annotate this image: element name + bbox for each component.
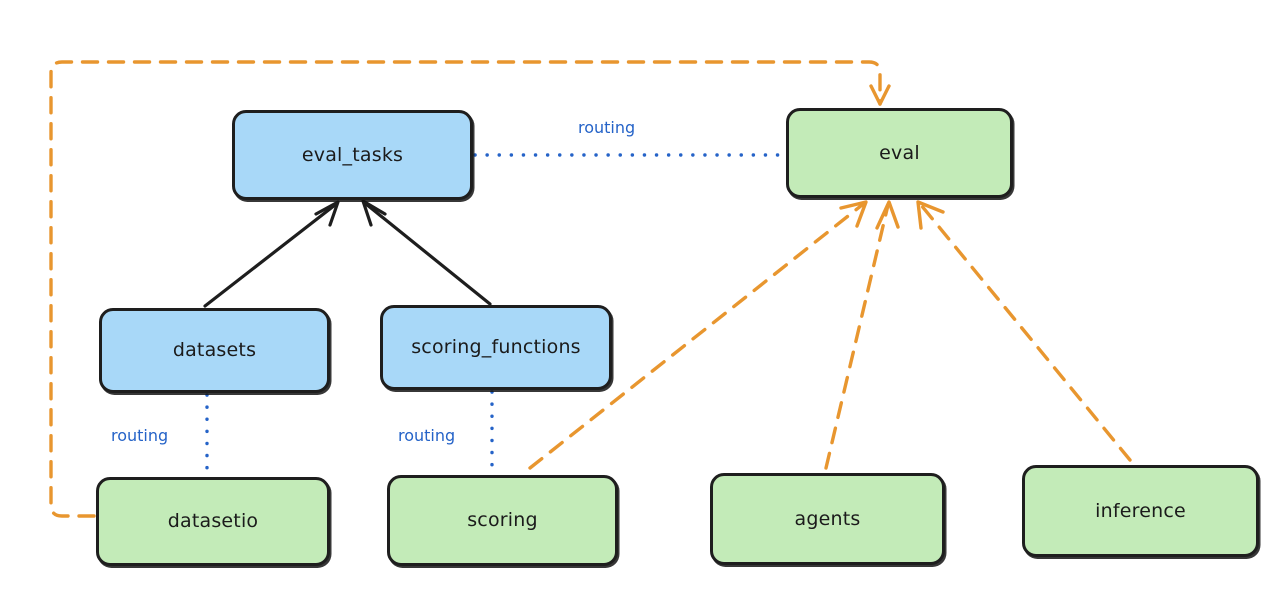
node-agents[interactable]: agents	[710, 473, 945, 565]
node-datasetio[interactable]: datasetio	[96, 477, 330, 566]
node-scoring_functions[interactable]: scoring_functions	[380, 305, 612, 390]
node-label-eval: eval	[879, 141, 920, 164]
node-label-datasets: datasets	[172, 339, 257, 362]
node-inference[interactable]: inference	[1022, 465, 1259, 557]
edge-label-routing-datasets-datasetio: routing	[111, 426, 169, 445]
node-scoring[interactable]: scoring	[387, 475, 618, 566]
node-label-eval_tasks: eval_tasks	[301, 143, 404, 166]
node-datasets[interactable]: datasets	[99, 308, 330, 393]
edge-label-routing-eval_tasks-eval: routing	[578, 118, 636, 137]
node-label-agents: agents	[794, 507, 861, 530]
edge-label-routing-scoring_functions-scoring: routing	[398, 426, 456, 445]
node-eval[interactable]: eval	[786, 108, 1013, 198]
edge-datasets-to-eval-tasks	[203, 200, 340, 308]
node-label-scoring_functions: scoring_functions	[411, 336, 581, 359]
edge-scoring-functions-to-eval-tasks	[361, 199, 492, 306]
node-label-scoring: scoring	[467, 509, 538, 532]
node-eval_tasks[interactable]: eval_tasks	[232, 110, 473, 200]
node-label-inference: inference	[1095, 499, 1186, 522]
edge-agents-to-eval	[824, 200, 900, 470]
node-label-datasetio: datasetio	[167, 510, 259, 533]
edge-inference-to-eval	[916, 200, 1132, 462]
